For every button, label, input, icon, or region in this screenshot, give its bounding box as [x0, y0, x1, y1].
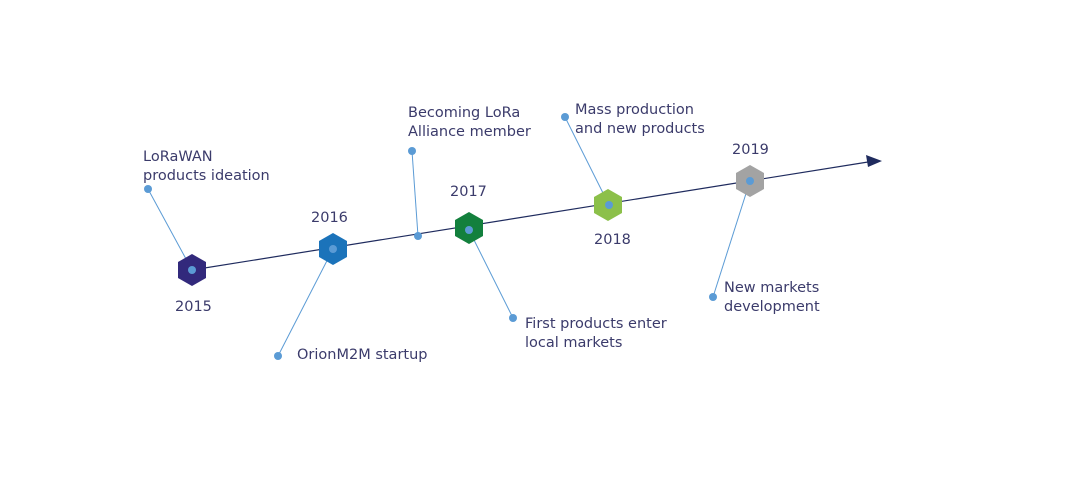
dot-2015-label	[144, 185, 152, 193]
event-label-2019: New markets development	[724, 279, 820, 317]
event-label-2017: First products enter local markets	[525, 315, 667, 353]
connector-2016	[277, 248, 334, 357]
year-label-2018: 2018	[594, 232, 631, 248]
axis-arrowhead	[866, 155, 882, 167]
year-label-2016: 2016	[311, 210, 348, 226]
connector-2015	[147, 188, 193, 271]
dot-2017-center	[465, 226, 473, 234]
dot-2016-label	[274, 352, 282, 360]
connector-2018	[564, 116, 610, 206]
year-label-2019: 2019	[732, 142, 769, 158]
dot-2018-center	[605, 201, 613, 209]
event-line: products ideation	[143, 168, 270, 184]
event-label-alliance: Becoming LoRa Alliance member	[408, 104, 531, 142]
dot-2019-label	[709, 293, 717, 301]
dot-2019-center	[746, 177, 754, 185]
event-line: OrionM2M startup	[297, 347, 428, 363]
event-line: First products enter	[525, 316, 667, 332]
dot-2018-label	[561, 113, 569, 121]
event-label-2015: LoRaWAN products ideation	[143, 148, 270, 186]
timeline-axis	[191, 161, 869, 271]
event-line: and new products	[575, 121, 705, 137]
dot-2016-center	[329, 245, 337, 253]
event-line: Becoming LoRa	[408, 105, 521, 121]
event-line: Alliance member	[408, 124, 531, 140]
dot-alliance-axis	[414, 232, 422, 240]
event-line: New markets	[724, 280, 820, 296]
year-label-2015: 2015	[175, 299, 212, 315]
connector-2019	[712, 180, 751, 298]
event-label-2016: OrionM2M startup	[297, 346, 428, 365]
event-label-2018: Mass production and new products	[575, 101, 705, 139]
connector-2017	[468, 229, 514, 319]
event-line: local markets	[525, 335, 623, 351]
dot-2015-center	[188, 266, 196, 274]
event-line: Mass production	[575, 102, 694, 118]
event-line: LoRaWAN	[143, 149, 213, 165]
connector-alliance	[411, 150, 419, 237]
dot-2017-label	[509, 314, 517, 322]
year-label-2017: 2017	[450, 184, 487, 200]
event-line: development	[724, 299, 820, 315]
dot-alliance-label	[408, 147, 416, 155]
